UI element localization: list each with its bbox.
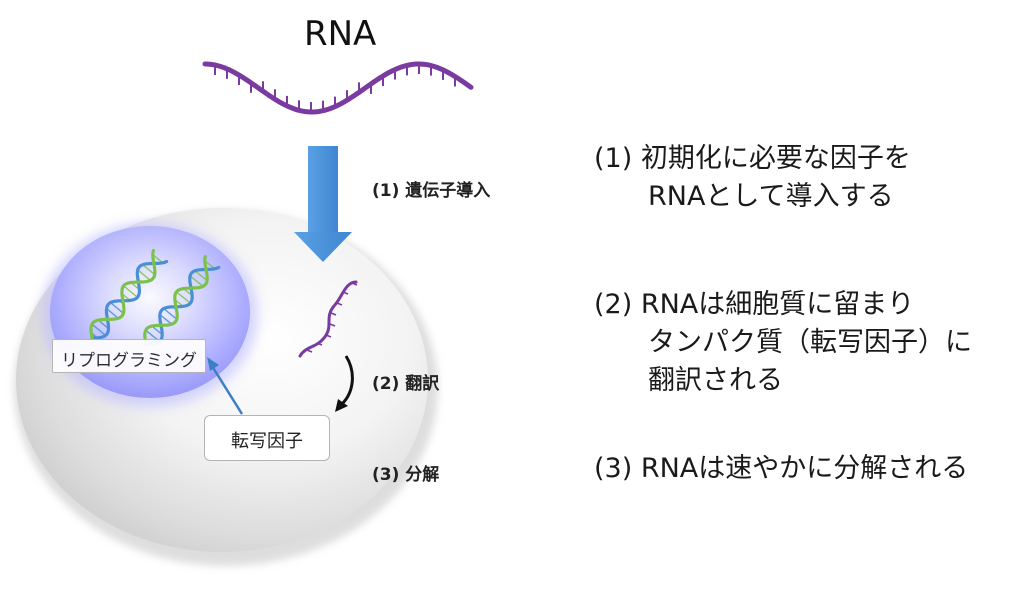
description-1: (1) 初期化に必要な因子を RNAとして導入する bbox=[594, 140, 911, 216]
dna-helices bbox=[89, 248, 221, 346]
description-3: (3) RNAは速やかに分解される bbox=[594, 450, 968, 488]
description-2-line-1: (2) RNAは細胞質に留まり bbox=[594, 289, 915, 320]
gene-transfer-arrow bbox=[294, 146, 352, 262]
rna-small-bases bbox=[306, 282, 358, 353]
rna-title: RNA bbox=[304, 14, 377, 54]
description-2-line-2: タンパク質（転写因子）に bbox=[648, 327, 972, 358]
step-gene-transfer: (1) 遺伝子導入 bbox=[372, 181, 491, 201]
step-translation: (2) 翻訳 bbox=[372, 374, 440, 394]
transcription-factor-label: 転写因子 bbox=[204, 415, 330, 461]
description-3-line-1: (3) RNAは速やかに分解される bbox=[594, 453, 969, 484]
translation-arrowhead bbox=[335, 399, 348, 412]
translation-arrow bbox=[340, 355, 354, 406]
description-1-line-1: (1) 初期化に必要な因子を bbox=[594, 143, 911, 174]
description-2: (2) RNAは細胞質に留まり タンパク質（転写因子）に 翻訳される bbox=[594, 286, 972, 400]
reprogramming-label: リプログラミング bbox=[52, 339, 206, 373]
factor-arrow bbox=[210, 365, 244, 415]
rna-strand-small bbox=[298, 280, 358, 358]
rna-strand-top bbox=[202, 61, 474, 115]
step-degradation: (3) 分解 bbox=[372, 465, 440, 485]
factor-arrowhead bbox=[207, 357, 219, 371]
description-2-line-3: 翻訳される bbox=[648, 365, 783, 396]
description-1-line-2: RNAとして導入する bbox=[648, 181, 894, 212]
